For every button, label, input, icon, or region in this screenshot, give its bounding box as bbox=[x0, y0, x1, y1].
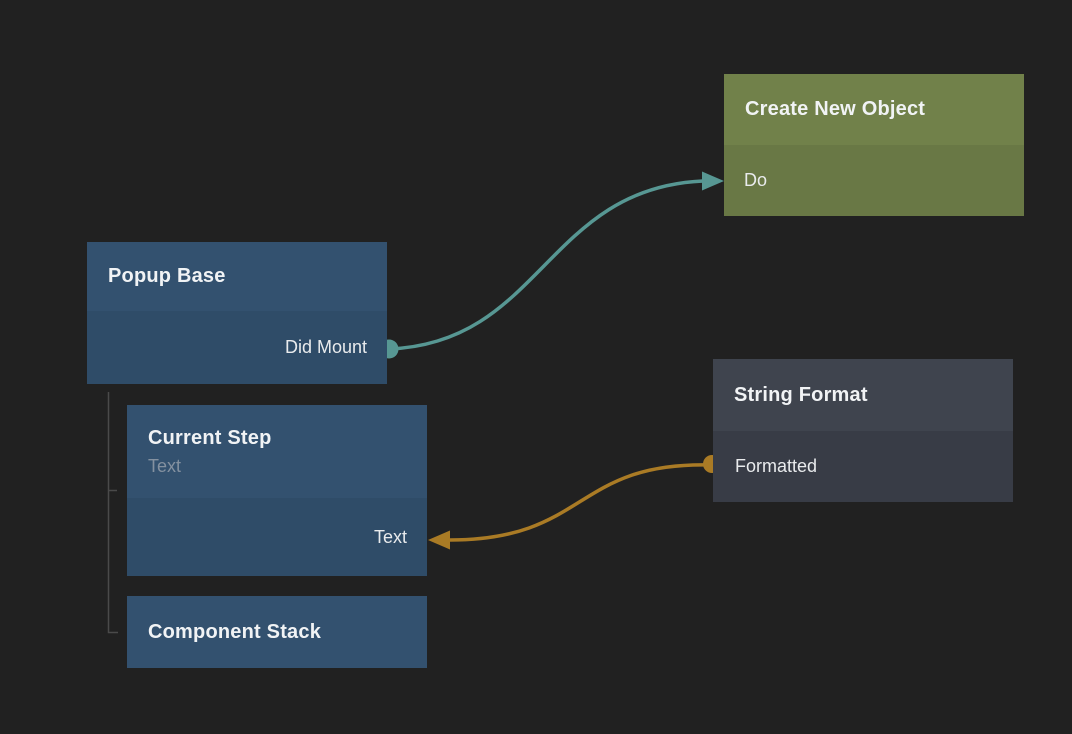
node-title: Popup Base bbox=[108, 265, 226, 287]
connection-didmount-do[interactable] bbox=[387, 179, 705, 351]
node-component-stack[interactable]: Component Stack bbox=[127, 596, 427, 668]
node-current-step[interactable]: Current Step Text Text bbox=[127, 405, 427, 576]
port-do[interactable]: Do bbox=[724, 145, 1024, 216]
port-formatted[interactable]: Formatted bbox=[713, 431, 1013, 502]
node-title: Component Stack bbox=[148, 620, 322, 643]
connection-formatted-text[interactable] bbox=[448, 463, 714, 542]
node-subtitle: Text bbox=[148, 455, 182, 476]
port-did-mount[interactable]: Did Mount bbox=[87, 311, 387, 384]
port-label: Do bbox=[744, 170, 768, 190]
node-header[interactable]: Current Step Text bbox=[127, 405, 427, 498]
node-title: String Format bbox=[734, 383, 868, 406]
node-header[interactable]: Create New Object bbox=[724, 74, 1024, 145]
node-title: Current Step bbox=[148, 426, 272, 449]
node-header[interactable]: Component Stack bbox=[127, 596, 427, 668]
arrowhead-do-icon bbox=[702, 171, 724, 191]
node-title: Create New Object bbox=[745, 98, 926, 120]
port-label: Text bbox=[373, 526, 407, 547]
node-string-format[interactable]: String Format Formatted bbox=[713, 359, 1013, 502]
node-popup-base[interactable]: Popup Base Did Mount bbox=[87, 242, 387, 384]
hierarchy-line bbox=[107, 392, 118, 634]
port-text[interactable]: Text bbox=[127, 498, 427, 576]
arrowhead-text-icon bbox=[428, 530, 450, 550]
node-header[interactable]: Popup Base bbox=[87, 242, 387, 311]
port-label: Did Mount bbox=[284, 337, 367, 357]
node-create-new-object[interactable]: Create New Object Do bbox=[724, 74, 1024, 216]
port-label: Formatted bbox=[735, 456, 818, 476]
node-header[interactable]: String Format bbox=[713, 359, 1013, 431]
